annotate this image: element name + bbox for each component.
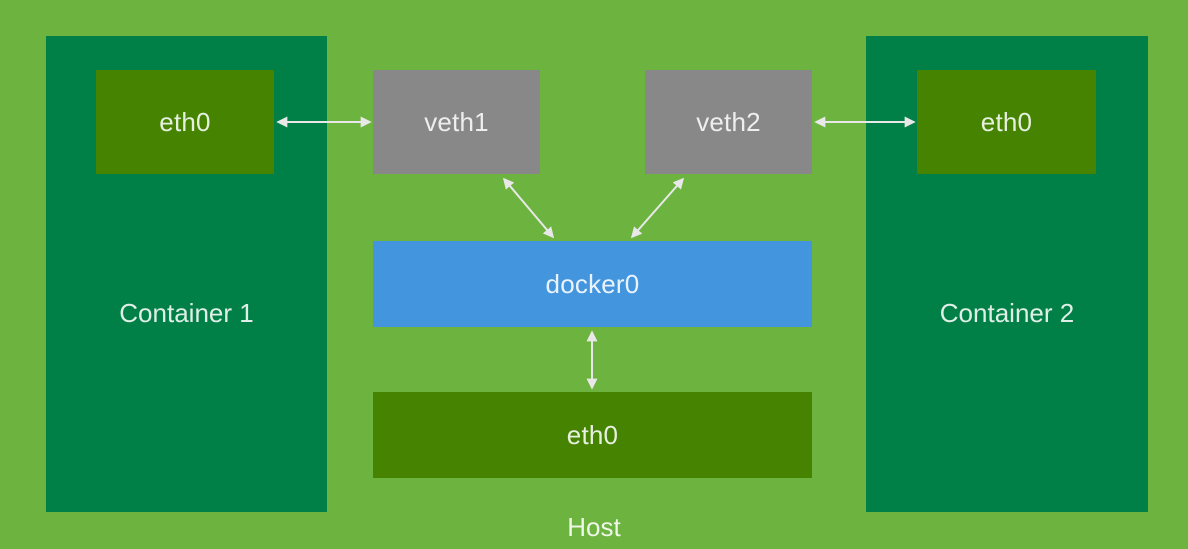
veth2-label: veth2 bbox=[696, 106, 761, 137]
docker0-label: docker0 bbox=[545, 268, 640, 299]
container-1-eth0: eth0 bbox=[96, 70, 274, 174]
veth2-box: veth2 bbox=[645, 70, 812, 174]
container-1: eth0 Container 1 bbox=[46, 36, 327, 512]
docker0-bridge: docker0 bbox=[373, 241, 812, 327]
arrow-veth2-docker0 bbox=[630, 177, 685, 239]
host-eth0: eth0 bbox=[373, 392, 812, 478]
container-2-eth0: eth0 bbox=[917, 70, 1096, 174]
container-1-eth0-label: eth0 bbox=[159, 106, 211, 137]
veth1-label: veth1 bbox=[424, 106, 489, 137]
host-label: Host bbox=[567, 512, 621, 542]
container-2: eth0 Container 2 bbox=[866, 36, 1148, 512]
container-2-eth0-label: eth0 bbox=[980, 106, 1033, 137]
arrow-veth1-docker0 bbox=[502, 177, 555, 239]
host-eth0-label: eth0 bbox=[566, 419, 619, 450]
veth1-box: veth1 bbox=[373, 70, 540, 174]
container-1-label: Container 1 bbox=[119, 298, 254, 328]
container-2-label: Container 2 bbox=[939, 298, 1075, 328]
